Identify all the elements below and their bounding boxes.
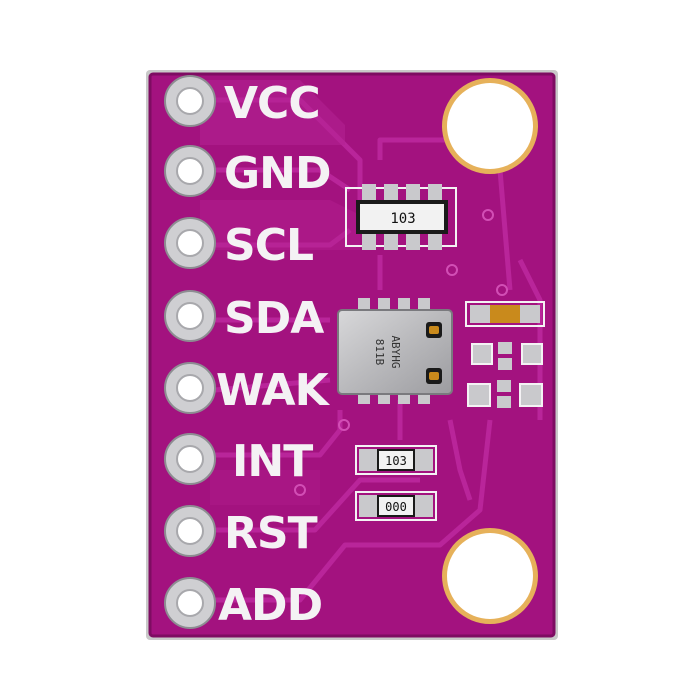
- pin-label-rst: RST: [224, 508, 318, 559]
- pin-label-wak: WAK: [216, 365, 331, 416]
- mounting-holes: [442, 78, 538, 624]
- resistor-2: 000: [355, 491, 437, 521]
- resistor-1: 103: [355, 445, 437, 475]
- pin-label-int: INT: [232, 436, 313, 487]
- vias: [294, 209, 508, 496]
- sensor-marking-1: 811B: [373, 339, 386, 366]
- resistor-1-marking: 103: [385, 454, 407, 468]
- pin-label-add: ADD: [218, 580, 322, 631]
- resistor-network-marking: 103: [390, 211, 415, 227]
- resistor-2-marking: 000: [385, 500, 407, 514]
- pin-label-vcc: VCC: [224, 78, 320, 129]
- copper-pour: [200, 80, 360, 505]
- resistor-network: 103: [345, 184, 457, 250]
- pin-label-scl: SCL: [224, 220, 313, 271]
- pin-label-gnd: GND: [224, 148, 330, 199]
- header-pads: [164, 75, 216, 629]
- sensor-marking-2: ABYHG: [389, 335, 402, 368]
- smd-components-right: [465, 301, 545, 408]
- pin-label-sda: SDA: [224, 293, 324, 344]
- sensor-chip: 811B ABYHG: [337, 298, 453, 404]
